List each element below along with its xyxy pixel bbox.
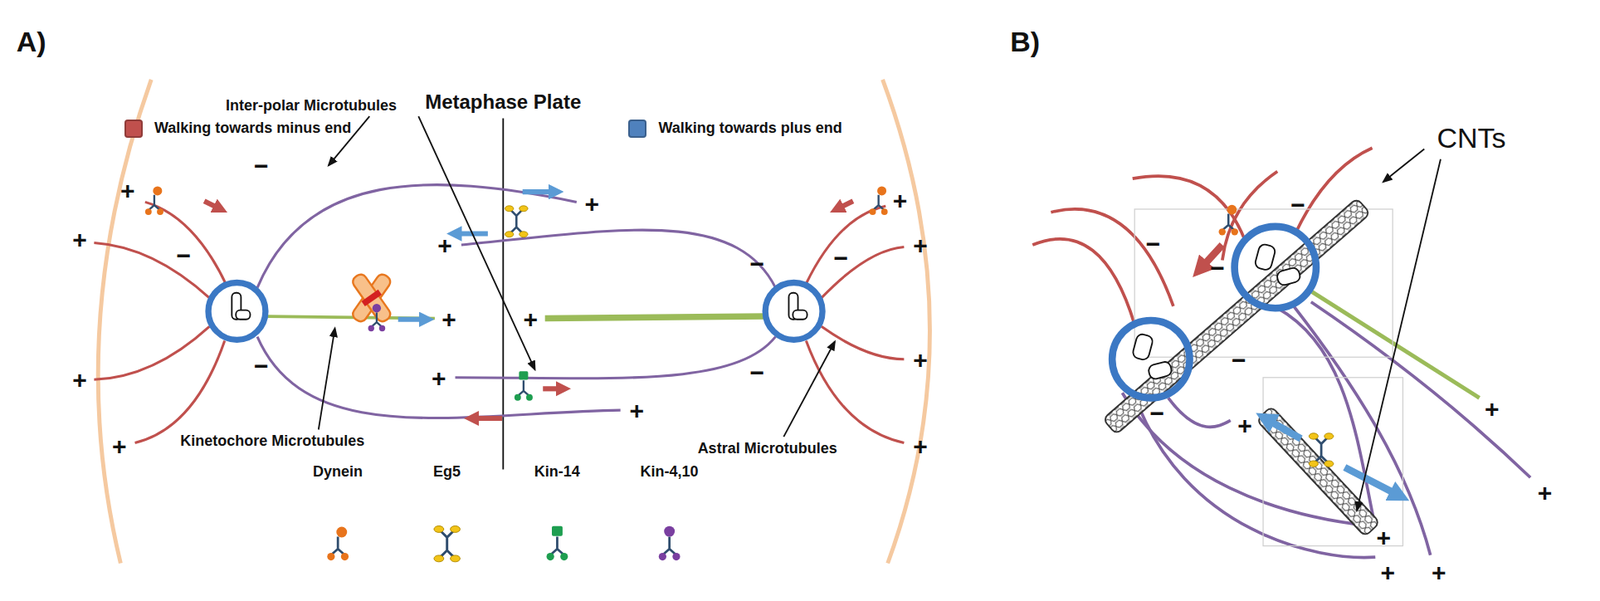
polarity-sign: − bbox=[1146, 229, 1161, 257]
microtubule-label: Kinetochore Microtubules bbox=[180, 434, 365, 451]
polarity-sign: + bbox=[1484, 394, 1500, 422]
polarity-sign: + bbox=[629, 396, 644, 425]
carbon-nanotube bbox=[1102, 198, 1371, 435]
cell-boundary bbox=[882, 79, 931, 564]
legend-text: Dynein bbox=[312, 463, 363, 481]
legend-swatch bbox=[124, 119, 143, 138]
polarity-sign: + bbox=[584, 189, 600, 217]
legend-dynein-icon bbox=[326, 526, 349, 561]
legend-entry: Dynein bbox=[312, 463, 363, 481]
legend-text: Walking towards minus end bbox=[154, 119, 352, 137]
centrosome bbox=[1112, 320, 1190, 398]
polarity-sign: − bbox=[750, 249, 766, 278]
polarity-sign: − bbox=[1231, 345, 1247, 373]
polarity-sign: + bbox=[437, 231, 453, 259]
polarity-sign: + bbox=[441, 304, 457, 332]
legend-text: Eg5 bbox=[433, 463, 461, 481]
polarity-sign: + bbox=[523, 304, 539, 332]
polarity-sign: + bbox=[72, 224, 88, 253]
interpolar-microtubules bbox=[257, 185, 776, 419]
polarity-sign: + bbox=[1380, 557, 1396, 586]
polarity-sign: + bbox=[912, 231, 928, 259]
legend-text: Walking towards plus end bbox=[658, 119, 842, 137]
dynein-motor bbox=[1219, 204, 1239, 236]
legend-text: Kin-4,10 bbox=[640, 463, 699, 481]
nanotube-label: CNTs bbox=[1437, 123, 1507, 155]
legend-entry: Kin-14 bbox=[534, 463, 581, 481]
plate-label: Metaphase Plate bbox=[424, 91, 581, 113]
polarity-sign: − bbox=[253, 351, 269, 380]
legend-entry: Kin-4,10 bbox=[640, 463, 699, 481]
polarity-sign: + bbox=[1237, 410, 1253, 439]
centrosome bbox=[765, 282, 823, 340]
kinetochore-microtubule bbox=[545, 316, 766, 318]
carbon-nanotube bbox=[1256, 405, 1381, 537]
legend-swatch bbox=[628, 119, 647, 138]
polarity-sign: − bbox=[750, 357, 766, 386]
polarity-sign: + bbox=[1431, 557, 1447, 586]
polarity-sign: + bbox=[431, 363, 447, 391]
dynein-motor bbox=[869, 185, 888, 215]
polarity-sign: − bbox=[1290, 190, 1306, 218]
legend-text: Kin-14 bbox=[534, 463, 581, 481]
cell-boundary bbox=[97, 79, 152, 564]
direction-arrow bbox=[204, 191, 854, 419]
legend-entry: Walking towards minus end bbox=[124, 119, 352, 138]
centrosome bbox=[208, 282, 266, 340]
leader-line bbox=[1356, 148, 1441, 510]
leader-line bbox=[318, 116, 835, 437]
polarity-sign: + bbox=[1376, 522, 1392, 551]
eg5-motor bbox=[505, 205, 529, 238]
panel-letter: B) bbox=[1009, 26, 1040, 58]
legend-eg5-icon bbox=[434, 526, 460, 562]
legend-kin410-icon bbox=[658, 526, 681, 561]
astral-microtubules bbox=[93, 201, 904, 443]
eg5-motor bbox=[1308, 433, 1334, 468]
chromosome bbox=[350, 272, 393, 324]
polarity-sign: − bbox=[1150, 398, 1166, 426]
polarity-sign: + bbox=[120, 175, 136, 204]
legend-entry: Eg5 bbox=[433, 463, 461, 481]
microtubule-label: Astral Microtubules bbox=[697, 440, 838, 458]
kin14-motor bbox=[514, 370, 533, 400]
polarity-sign: − bbox=[253, 151, 269, 180]
polarity-sign: + bbox=[892, 186, 908, 215]
dynein-motor bbox=[145, 185, 164, 215]
polarity-sign: + bbox=[112, 432, 127, 460]
kin410-motor bbox=[368, 303, 386, 332]
polarity-sign: + bbox=[72, 365, 88, 394]
polarity-sign: − bbox=[176, 241, 192, 269]
polarity-sign: + bbox=[912, 345, 928, 373]
polarity-sign: + bbox=[912, 432, 928, 460]
polarity-sign: − bbox=[833, 243, 849, 271]
panel-letter: A) bbox=[16, 26, 47, 58]
polarity-sign: − bbox=[1209, 253, 1225, 282]
microtubule-label: Inter-polar Microtubules bbox=[225, 97, 397, 115]
centrosome bbox=[1234, 226, 1317, 308]
polarity-sign: + bbox=[1537, 478, 1553, 506]
legend-kin14-icon bbox=[546, 526, 569, 561]
legend-entry: Walking towards plus end bbox=[628, 119, 842, 138]
